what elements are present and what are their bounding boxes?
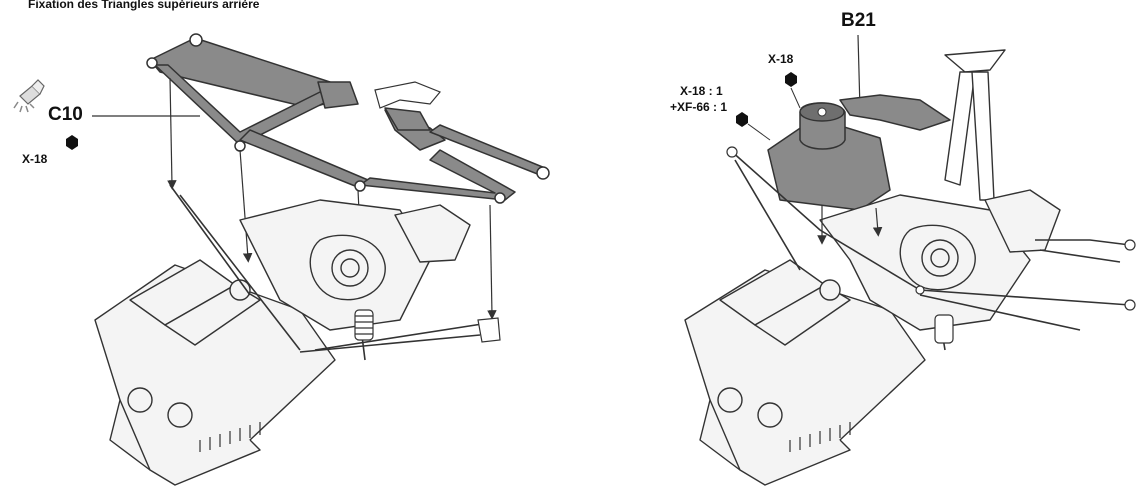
right-engine-block	[684, 189, 1061, 486]
paint-mix-line-1: X-18 : 1	[680, 84, 723, 98]
paint-mix-line-2: +XF-66 : 1	[670, 100, 728, 114]
right-engine-fins	[789, 422, 851, 452]
left-engine-block	[94, 199, 471, 486]
upper-wishbone-part	[149, 37, 546, 201]
paint-leader-2	[747, 123, 771, 141]
right-coil-spring	[934, 314, 954, 344]
right-upright-strut	[944, 49, 1006, 201]
part-label-c10: C10	[48, 104, 83, 125]
left-assembly	[13, 33, 550, 486]
right-eyelets	[726, 146, 1136, 311]
b21-cylinder-hole	[817, 107, 827, 117]
left-coil-spring	[354, 309, 374, 341]
paint-label-right-top: X-18	[768, 52, 794, 66]
right-assembly	[684, 34, 1136, 486]
cement-tube-icon	[13, 79, 45, 113]
b21-part	[767, 94, 951, 211]
left-lower-links	[169, 184, 496, 361]
left-engine-fins	[199, 422, 261, 452]
part-label-b21: B21	[841, 10, 876, 31]
paint-drop-icon	[736, 72, 797, 127]
step-title: Fixation des Triangles supérieurs arrièr…	[28, 0, 260, 11]
chassis-bracket	[374, 81, 441, 109]
paint-leader-1	[790, 87, 801, 109]
right-wishbones	[729, 149, 1131, 351]
right-assembly-arrows	[817, 205, 883, 245]
paint-label-left: X-18	[22, 152, 48, 166]
paint-drop-icon	[66, 135, 78, 150]
left-upright	[477, 317, 501, 343]
